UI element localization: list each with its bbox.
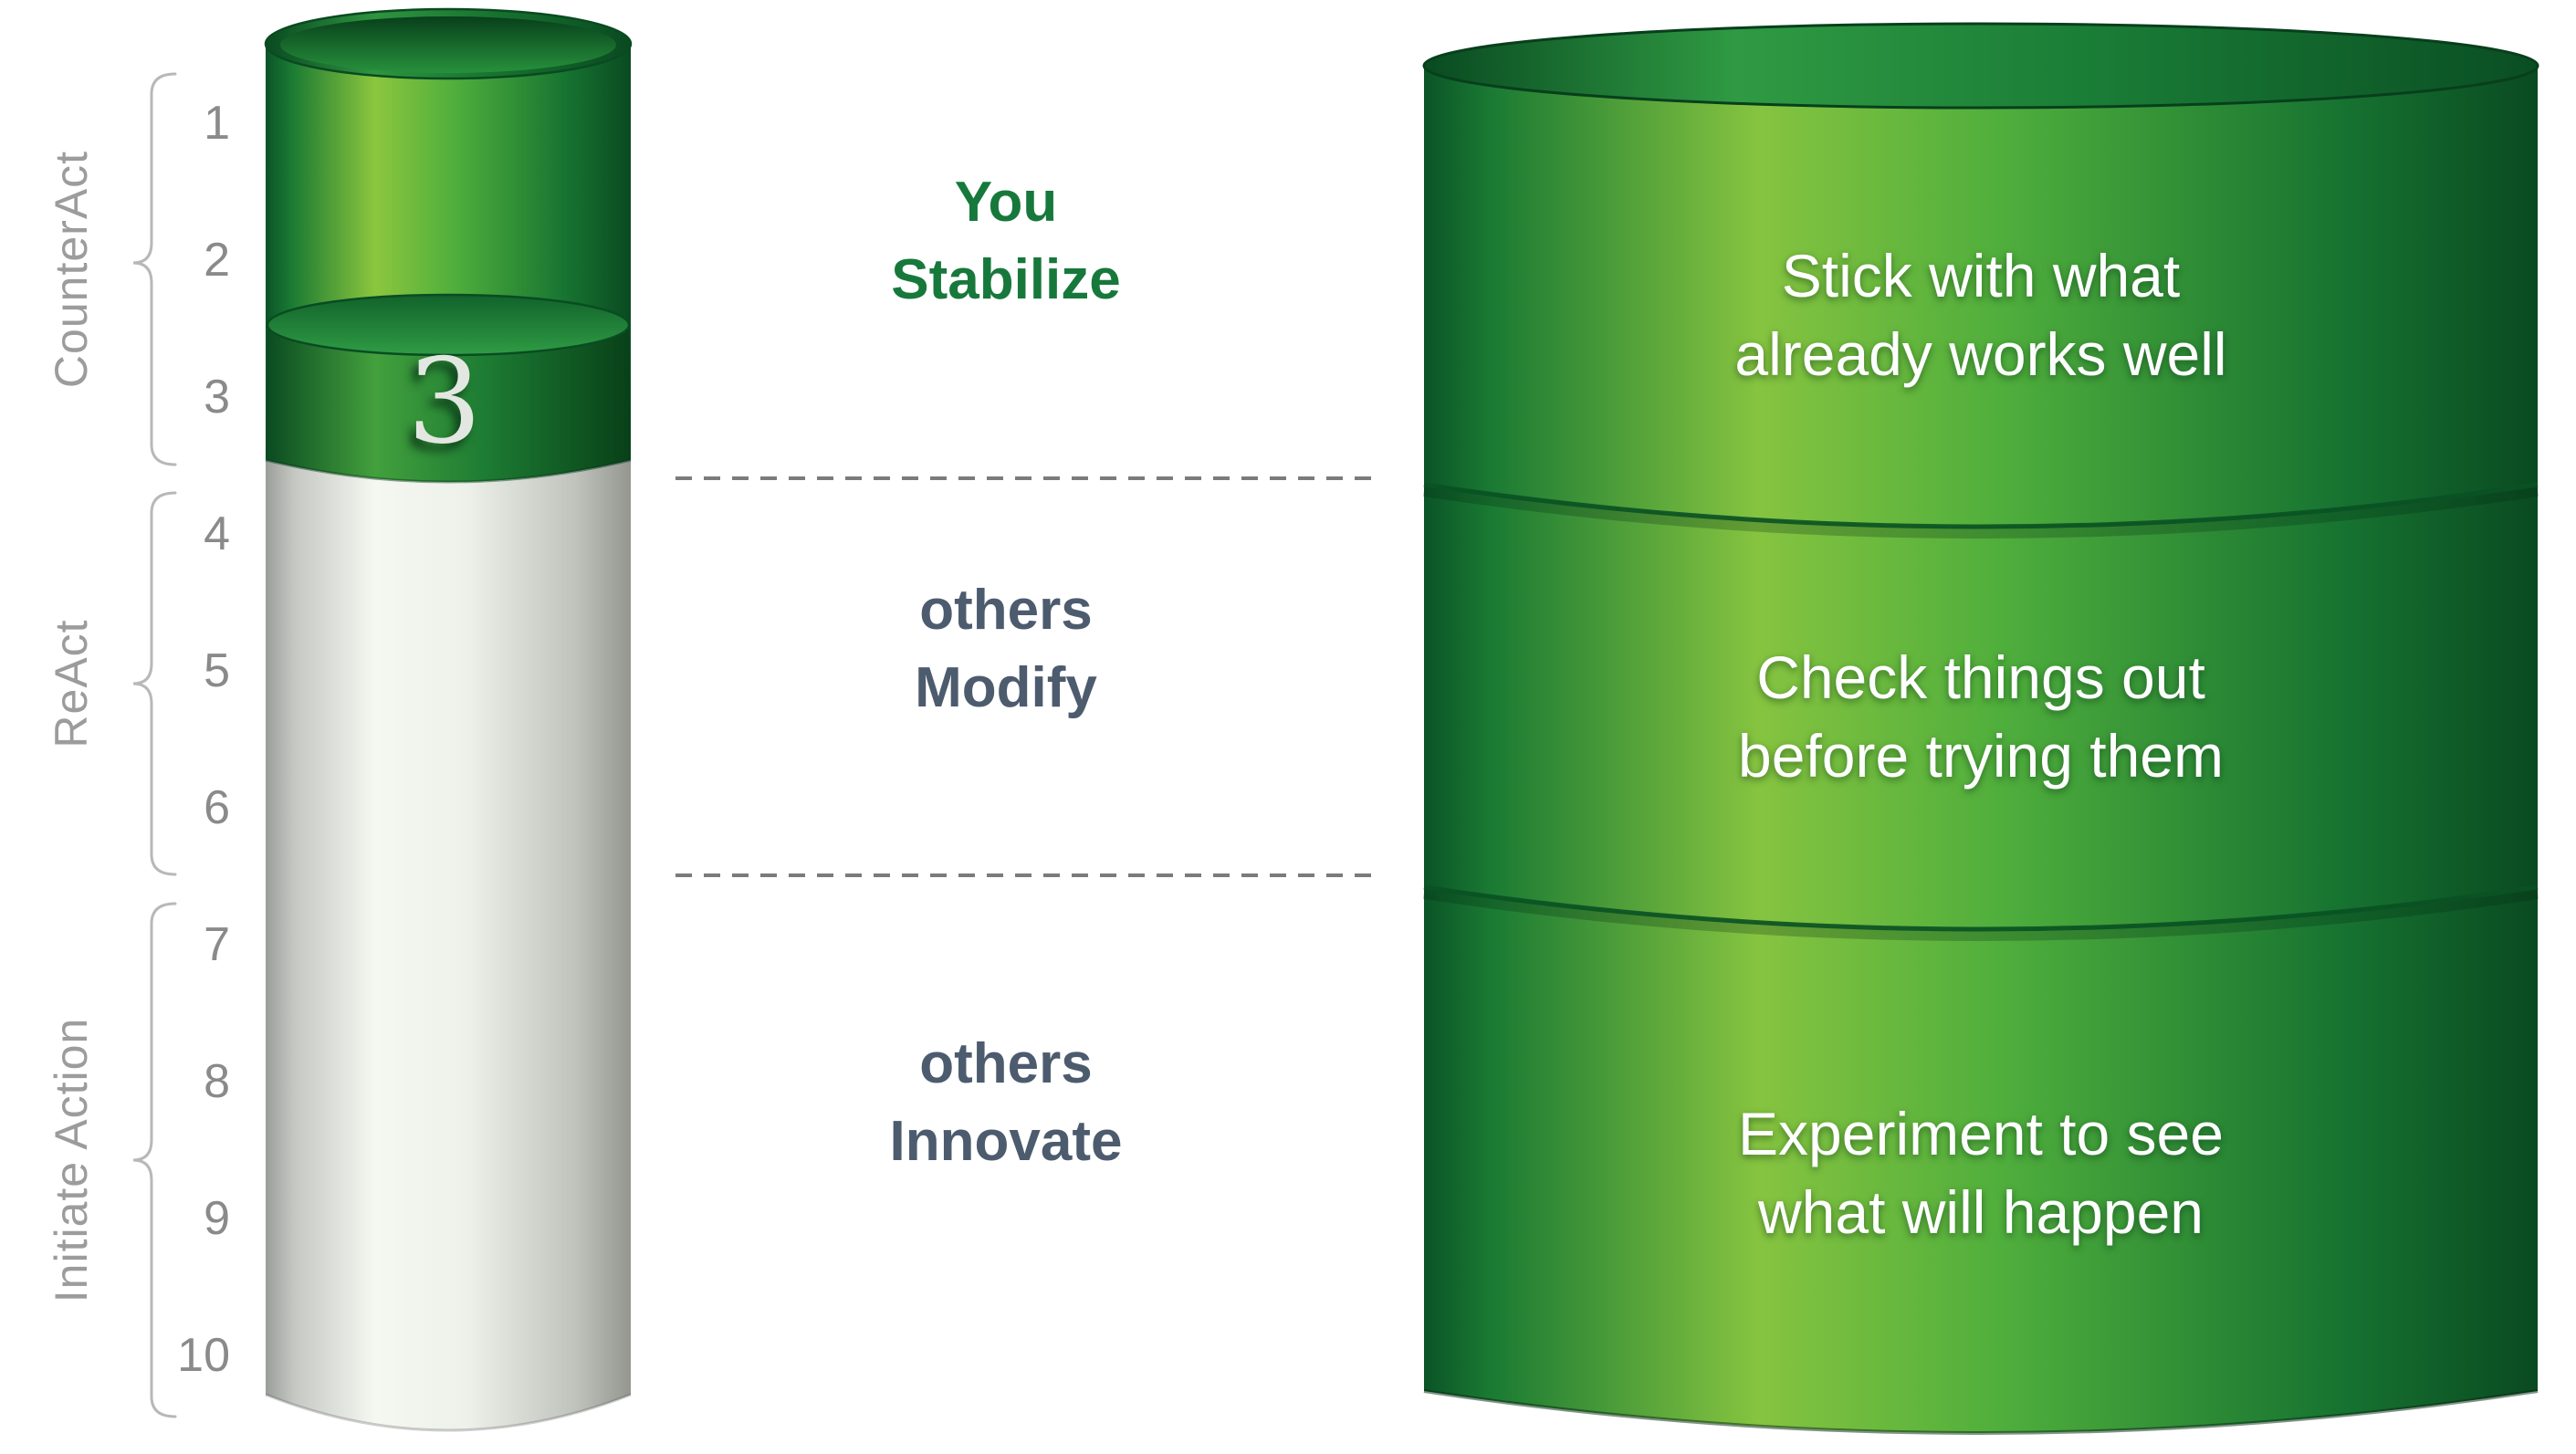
caption-line-1: Experiment to see bbox=[1738, 1100, 2224, 1167]
bracket-braces bbox=[132, 72, 177, 1418]
scale-tick-3: 3 bbox=[204, 371, 230, 424]
scale-tick-4: 4 bbox=[204, 507, 230, 560]
bracket-label-counteract: CounterAct bbox=[46, 150, 97, 389]
bracket-label-react: ReAct bbox=[46, 619, 97, 748]
legend-subject: You bbox=[954, 171, 1058, 234]
scale-tick-5: 5 bbox=[204, 644, 230, 697]
scale-tick-10: 10 bbox=[177, 1329, 230, 1382]
scale-tick-8: 8 bbox=[204, 1055, 230, 1108]
legend-others-innovate: others Innovate bbox=[778, 1025, 1234, 1180]
cylinder-caption-innovate: Experiment to see what will happen bbox=[1420, 1094, 2541, 1251]
brace-react bbox=[132, 491, 177, 876]
legend-trait: Innovate bbox=[889, 1110, 1123, 1173]
gauge-score: 3 bbox=[407, 334, 482, 470]
gauge-bottom-rim bbox=[265, 1393, 632, 1432]
scale-tick-1: 1 bbox=[204, 97, 230, 150]
cylinder-top bbox=[1422, 22, 2539, 110]
cylinder-caption-modify: Check things out before trying them bbox=[1420, 638, 2541, 795]
gauge-fill-surface bbox=[266, 293, 631, 357]
caption-line-2: already works well bbox=[1734, 320, 2227, 388]
legend-trait: Stabilize bbox=[891, 248, 1121, 311]
cylinder-divider-shade-1 bbox=[1422, 484, 2539, 539]
cylinder-divider-shade-2 bbox=[1422, 886, 2539, 941]
description-cylinder bbox=[1422, 22, 2539, 1435]
caption-line-2: what will happen bbox=[1758, 1178, 2204, 1246]
cylinder-caption-stabilize: Stick with what already works well bbox=[1420, 236, 2541, 393]
legend-subject: others bbox=[919, 1032, 1093, 1095]
cylinder-bottom-rim bbox=[1423, 1389, 2539, 1435]
scale-tick-9: 9 bbox=[204, 1192, 230, 1245]
divider-dashed-top bbox=[675, 476, 1378, 480]
caption-line-1: Check things out bbox=[1756, 643, 2205, 711]
divider-dashed-bottom bbox=[675, 873, 1378, 877]
legend-others-modify: others Modify bbox=[778, 571, 1234, 727]
caption-line-2: before trying them bbox=[1738, 722, 2224, 790]
gauge-fill-band bbox=[266, 325, 631, 482]
bracket-label-initiate-action: Initiate Action bbox=[46, 1017, 97, 1303]
scale-tick-6: 6 bbox=[204, 781, 230, 834]
brace-initiate-action bbox=[132, 902, 177, 1418]
legend-trait: Modify bbox=[915, 656, 1097, 719]
scale-tick-2: 2 bbox=[204, 234, 230, 287]
cylinder-divider-1 bbox=[1423, 482, 2539, 529]
legend-subject: others bbox=[919, 579, 1093, 642]
gauge-section-boundary bbox=[265, 458, 632, 484]
cylinder-divider-2 bbox=[1423, 884, 2539, 932]
gauge-cylinder bbox=[264, 7, 633, 1432]
cylinder-body bbox=[1424, 66, 2538, 1433]
gauge-top-inner bbox=[280, 16, 616, 73]
caption-line-1: Stick with what bbox=[1781, 242, 2181, 309]
scale-tick-7: 7 bbox=[204, 918, 230, 971]
brace-counteract bbox=[132, 72, 177, 466]
legend-you-stabilize: You Stabilize bbox=[778, 163, 1234, 319]
